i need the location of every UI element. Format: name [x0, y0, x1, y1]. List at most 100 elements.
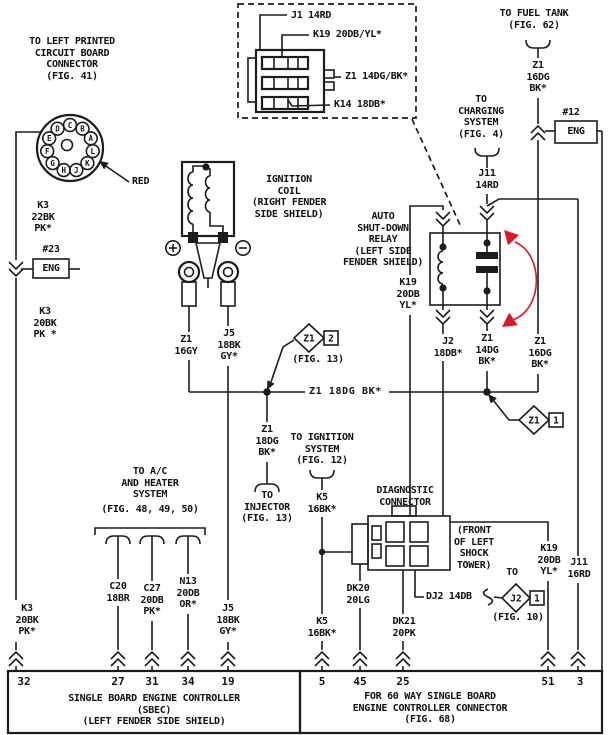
pin-letter: A — [89, 134, 94, 143]
label-c20: C20 18BR — [106, 581, 130, 604]
label-k19-lower: K19 20DB YL* — [537, 543, 561, 577]
label-j11-14rd: J11 14RD — [475, 168, 499, 191]
pin-letter: J — [74, 166, 79, 175]
pin-27: 27 — [111, 675, 125, 688]
label-k3-20bk-mid: K3 20BK PK * — [33, 306, 57, 340]
asd-relay-symbol — [429, 232, 501, 306]
inline-connector-detail — [237, 3, 462, 228]
wires-ac-heater — [110, 542, 196, 671]
eng12-connector-box — [545, 120, 603, 670]
pin-34: 34 — [181, 675, 195, 688]
label-ac-fig: (FIG. 48, 49, 50) — [101, 504, 199, 515]
label-relay-title: AUTO SHUT-DOWN RELAY (LEFT SIDE FENDER S… — [342, 211, 424, 268]
wire-k19 — [409, 205, 451, 516]
pin-51: 51 — [541, 675, 555, 688]
diagnostic-connector-symbol — [351, 505, 451, 571]
wire-j11-branch — [486, 198, 578, 207]
red-rotation-arrow — [502, 230, 538, 327]
wire-k5 — [309, 469, 352, 671]
splice-diamond-z1-2: Z1 2 — [267, 322, 339, 390]
label-z1-16gy: Z1 16GY — [174, 334, 198, 357]
pin-letter: B — [80, 125, 85, 134]
pin-letter: H — [61, 166, 66, 175]
label-k3-22bk: K3 22BK PK* — [31, 200, 55, 234]
label-left-connector-title: TO LEFT PRINTED CIRCUIT BOARD CONNECTOR … — [29, 36, 115, 82]
pin-3: 3 — [576, 675, 584, 688]
wire-j11 — [474, 147, 586, 671]
label-n13: N13 20DB OR* — [176, 576, 200, 610]
svg-text:Z1: Z1 — [303, 334, 315, 345]
splice-diamond-j2-1: J2 1 — [500, 582, 545, 614]
svg-text:1: 1 — [553, 416, 559, 427]
wire-z1-injector — [254, 392, 280, 493]
label-eng12: ENG — [567, 126, 585, 137]
label-j5-lower: J5 18BK GY* — [216, 603, 240, 637]
label-eng12-id: #12 — [562, 107, 580, 118]
wire-k3 — [8, 131, 41, 671]
label-60way-box: FOR 60 WAY SINGLE BOARD ENGINE CONTROLLE… — [352, 691, 508, 725]
wire-z1-14dg — [479, 305, 495, 392]
label-dj2-14db: DJ2 14DB — [426, 591, 472, 602]
pin-letter: K — [85, 159, 90, 168]
svg-text:J2: J2 — [510, 594, 521, 605]
label-z1-bus: Z1 18DG BK* — [309, 386, 382, 397]
label-z1-inline: Z1 14DG/BK* — [345, 71, 408, 82]
label-sbec-box: SINGLE BOARD ENGINE CONTROLLER (SBEC) (L… — [68, 693, 240, 727]
junction-dot — [318, 548, 326, 556]
wire-j5 — [220, 306, 236, 671]
svg-text:Z1: Z1 — [528, 416, 540, 427]
label-k14-18db: K14 18DB* — [334, 99, 386, 110]
pin-letter: F — [45, 147, 50, 156]
pin-25: 25 — [396, 675, 410, 688]
round-connector-icon: C B A L K J H G F E D — [35, 113, 105, 183]
label-k19-inline: K19 20DB/YL* — [313, 29, 382, 40]
junction-dot — [483, 388, 491, 396]
pin-letter: L — [91, 147, 96, 156]
wire-dk21 — [395, 570, 411, 671]
pin-letter: C — [68, 121, 73, 130]
pin-32: 32 — [17, 675, 31, 688]
wire-j2 — [435, 305, 451, 516]
label-fig13-splice: (FIG. 13) — [292, 354, 344, 365]
label-c27: C27 20DB PK* — [140, 583, 164, 617]
svg-text:1: 1 — [534, 594, 540, 605]
pin-5: 5 — [318, 675, 326, 688]
pin-letter: G — [50, 159, 55, 168]
wire-break-squiggle — [482, 588, 494, 606]
label-charging-title: TO CHARGING SYSTEM (FIG. 4) — [458, 94, 504, 140]
label-k5-lower: K5 16BK* — [307, 616, 337, 639]
label-dk20: DK20 20LG — [346, 583, 370, 606]
label-j5-upper: J5 18BK GY* — [217, 328, 241, 362]
label-injector-title: TO INJECTOR (FIG. 13) — [241, 490, 293, 524]
label-z1-14dg: Z1 14DG BK* — [475, 333, 499, 367]
label-dk21: DK21 20PK — [392, 616, 416, 639]
label-k19-mid: K19 20DB YL* — [396, 277, 420, 311]
wire-fuel-z1 — [525, 39, 551, 392]
eng23-connector-box — [21, 258, 80, 279]
pin-45: 45 — [353, 675, 367, 688]
c60-box — [298, 669, 604, 735]
ac-bracket — [94, 527, 206, 545]
ignition-coil-symbol — [165, 160, 252, 307]
label-k3-lower: K3 20BK PK* — [15, 603, 39, 637]
label-j1-14rd: J1 14RD — [291, 10, 332, 21]
pin-letter: E — [47, 134, 52, 143]
label-z1-18dg: Z1 18DG BK* — [255, 424, 279, 458]
label-fig10: (FIG. 10) — [492, 612, 544, 623]
label-z1-16dg-lower: Z1 16DG BK* — [528, 336, 552, 370]
label-eng23: ENG — [42, 263, 60, 274]
label-j11-16rd: J11 16RD — [567, 557, 591, 580]
label-diag-title: DIAGNOSTIC CONNECTOR — [376, 485, 434, 508]
pin-letter: D — [55, 125, 60, 134]
svg-text:2: 2 — [328, 334, 334, 345]
label-red: RED — [132, 176, 150, 187]
label-eng23-id: #23 — [42, 244, 60, 255]
pin-19: 19 — [221, 675, 235, 688]
label-ignition-title: TO IGNITION SYSTEM (FIG. 12) — [290, 432, 354, 466]
label-ac-title: TO A/C AND HEATER SYSTEM — [121, 466, 179, 500]
label-fuel-title: TO FUEL TANK (FIG. 62) — [499, 8, 569, 31]
label-to: TO — [506, 567, 518, 578]
label-k5-upper: K5 16BK* — [307, 492, 337, 515]
wire-dk20 — [352, 564, 368, 671]
